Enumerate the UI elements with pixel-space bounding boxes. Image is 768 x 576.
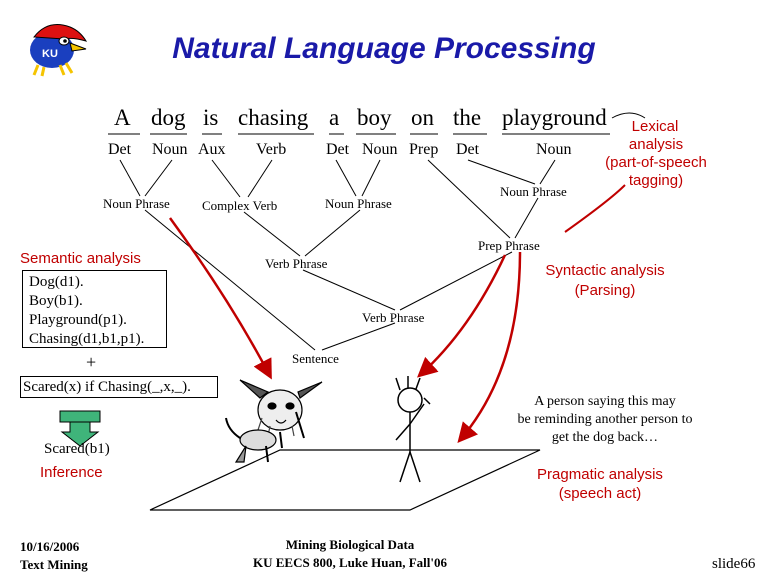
fact-2: Boy(b1). <box>29 293 83 309</box>
word-8: the <box>453 105 482 130</box>
lexical-line-4: tagging) <box>628 172 684 189</box>
stick-figure-icon <box>395 376 431 483</box>
verb-phrase-1: Verb Phrase <box>265 256 328 271</box>
semantic-rule-box: Scared(x) if Chasing(_,x,_). <box>20 376 218 398</box>
word-3: is <box>203 105 219 130</box>
pos-tag-4: Verb <box>256 141 287 158</box>
pos-tag-9: Noun <box>536 141 572 158</box>
syntactic-label: Syntactic analysis (Parsing) <box>530 261 680 301</box>
noun-phrase-3: Noun Phrase <box>500 184 567 199</box>
syntactic-line-2: (Parsing) <box>574 282 636 299</box>
verb-phrase-2: Verb Phrase <box>362 310 425 325</box>
word-6: boy <box>357 105 392 130</box>
footer-date: 10/16/2006 <box>20 539 80 554</box>
sentence-node: Sentence <box>292 351 339 366</box>
page-title: Natural Language Processing <box>172 32 596 65</box>
noun-phrase-2: Noun Phrase <box>325 196 392 211</box>
pos-tag-3: Aux <box>198 141 226 158</box>
footer-left: 10/16/2006 Text Mining <box>20 538 88 574</box>
syntactic-line-1: Syntactic analysis <box>545 262 665 279</box>
semantic-conclusion: Scared(b1) <box>44 441 110 457</box>
parse-tree-lines <box>119 159 556 351</box>
pos-tag-6: Noun <box>362 141 398 158</box>
lexical-sub: analysis (part-of-speech tagging) <box>596 136 716 190</box>
complex-verb: Complex Verb <box>202 198 278 213</box>
lexical-line-3: (part-of-speech <box>605 154 707 171</box>
pos-tag-8: Det <box>456 141 480 158</box>
dog-icon <box>225 379 323 463</box>
red-arrows <box>168 184 626 444</box>
scene-floor <box>149 449 541 511</box>
prep-phrase: Prep Phrase <box>478 238 540 253</box>
pragmatic-text-2: be reminding another person to <box>517 412 693 427</box>
word-5: a <box>329 105 340 130</box>
lexical-label: Lexical <box>622 118 688 136</box>
slide-number: slide66 <box>712 556 756 572</box>
footer-center-1: Mining Biological Data <box>285 537 415 552</box>
pragmatic-label-2: (speech act) <box>558 485 642 502</box>
pragmatic-label: Pragmatic analysis (speech act) <box>520 465 680 503</box>
logo-text: KU <box>42 48 58 60</box>
footer-center-2: KU EECS 800, Luke Huan, Fall'06 <box>253 555 447 570</box>
word-9: playground <box>502 105 607 130</box>
word-2: dog <box>151 105 186 130</box>
pos-tag-5: Det <box>326 141 350 158</box>
pos-tag-7: Prep <box>409 141 439 158</box>
fact-4: Chasing(d1,b1,p1). <box>29 331 145 347</box>
fact-3: Playground(p1). <box>29 312 127 328</box>
pos-tag-2: Noun <box>152 141 188 158</box>
pragmatic-text-3: get the dog back… <box>551 430 659 445</box>
lexical-brackets <box>611 112 646 119</box>
fact-1: Dog(d1). <box>29 274 84 290</box>
word-1: A <box>114 105 131 130</box>
footer-course: Text Mining <box>20 557 88 572</box>
lexical-line-2: analysis <box>628 136 684 153</box>
inference-arrow <box>59 410 101 447</box>
jayhawk-logo-icon: KU <box>30 24 88 77</box>
plus-sign: + <box>86 352 97 372</box>
word-4: chasing <box>238 105 309 130</box>
word-7: on <box>411 105 434 130</box>
footer-center: Mining Biological Data KU EECS 800, Luke… <box>250 536 450 572</box>
inference-label: Inference <box>40 464 103 481</box>
lexical-line-1: Lexical <box>631 118 679 135</box>
pragmatic-label-1: Pragmatic analysis <box>537 466 663 483</box>
pragmatic-text-1: A person saying this may <box>534 394 676 409</box>
noun-phrase-1: Noun Phrase <box>103 196 170 211</box>
semantic-facts-box: Dog(d1). Boy(b1). Playground(p1). Chasin… <box>22 270 167 348</box>
pragmatic-text: A person saying this may be reminding an… <box>492 393 718 447</box>
semantic-label: Semantic analysis <box>20 250 141 267</box>
pos-tag-1: Det <box>108 141 132 158</box>
